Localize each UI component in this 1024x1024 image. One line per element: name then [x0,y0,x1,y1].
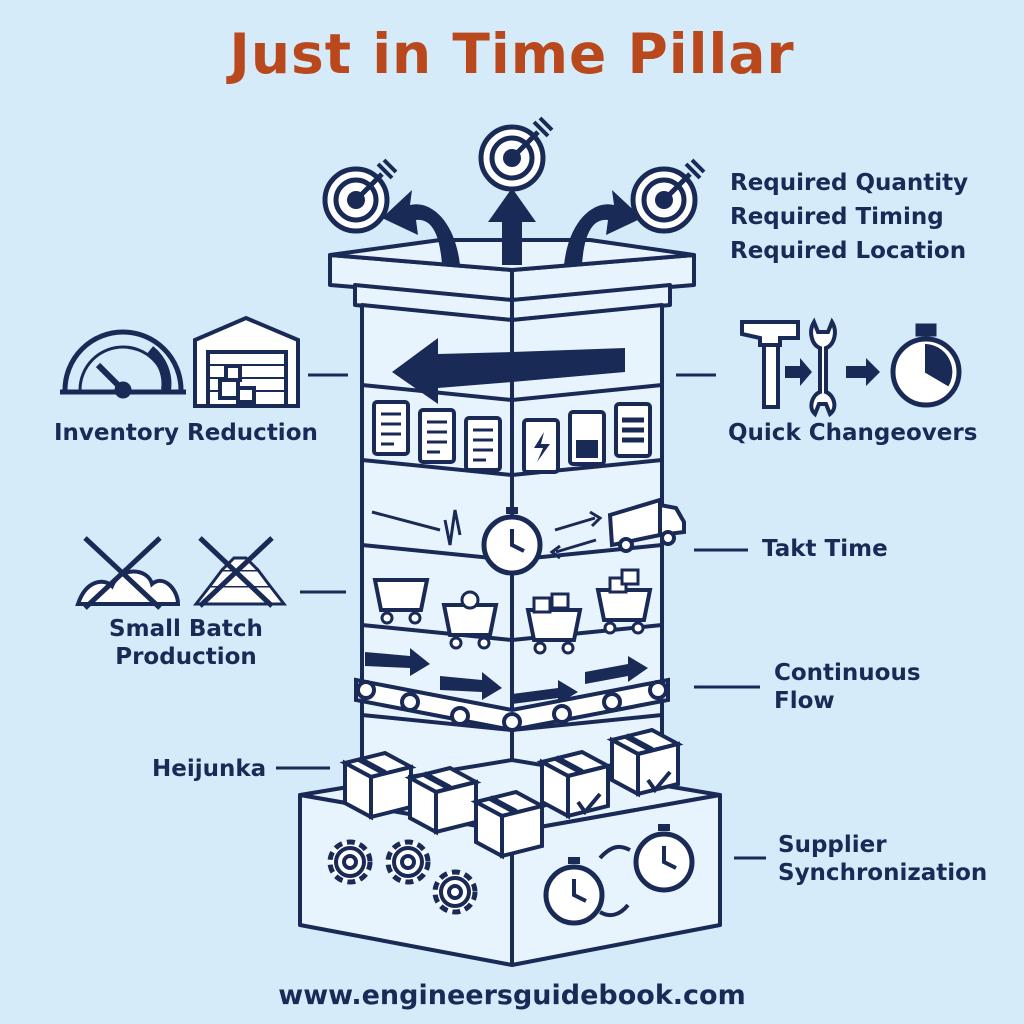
box-icon [476,792,542,856]
label-continuous-flow: Continuous Flow [774,660,921,715]
label-supplier-line2: Synchronization [778,859,988,886]
arrow-icon [382,188,642,265]
target-icon [633,160,704,231]
box-icon [612,730,678,794]
box-icon [542,752,608,816]
label-supplier-line1: Supplier [778,832,887,858]
goal-quantity: Required Quantity [730,170,969,196]
gauge-icon [60,329,186,399]
brick-stack-icon [192,536,288,608]
conveyor-icon [354,677,670,733]
gear-icon [388,842,428,882]
pile-icon [75,536,181,610]
wrench-icon [809,317,837,418]
label-supplier-synchronization: Supplier Synchronization [778,832,987,887]
document-icon [464,416,502,472]
footer-url[interactable]: www.engineersguidebook.com [278,980,746,1011]
arrow-icon [392,338,625,404]
gear-icon [435,872,475,912]
label-continuous-flow-line2: Flow [774,687,835,714]
document-icon [372,400,410,456]
truck-icon [607,497,686,553]
document-icon [418,408,456,464]
label-inventory-reduction: Inventory Reduction [54,420,318,446]
warehouse-icon [193,315,300,408]
stopwatch-icon [890,323,962,408]
label-small-batch-line2: Production [115,643,257,670]
label-heijunka: Heijunka [152,756,267,782]
box-icon [345,753,411,817]
target-icon [325,160,396,231]
target-icon [481,118,552,189]
hammer-icon [740,320,800,409]
goals-list: Required Quantity Required Timing Requir… [730,166,968,268]
box-icon [410,768,476,832]
gear-icon [330,842,370,882]
goal-location: Required Location [730,238,967,264]
page-title: Just in Time Pillar [229,22,795,86]
label-small-batch-line1: Small Batch [109,616,263,642]
label-quick-changeovers: Quick Changeovers [728,420,978,446]
label-takt-time: Takt Time [762,536,888,562]
arrow-icon [365,648,648,704]
label-small-batch-production: Small Batch Production [96,616,276,671]
label-continuous-flow-line1: Continuous [774,660,921,686]
goal-timing: Required Timing [730,204,944,230]
